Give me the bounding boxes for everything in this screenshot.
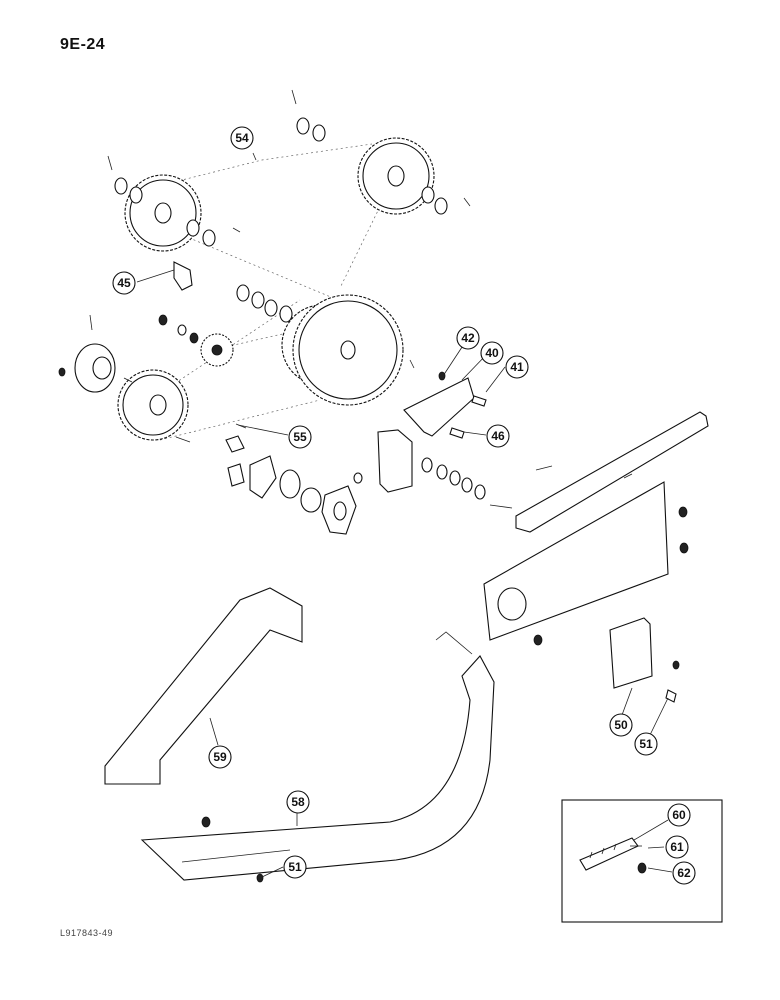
callout-51-bottom: 51 <box>283 855 307 879</box>
svg-text:60: 60 <box>672 808 686 822</box>
side-frame-plate <box>483 481 689 646</box>
svg-text:59: 59 <box>213 750 227 764</box>
callout-50: 50 <box>609 713 633 737</box>
svg-text:54: 54 <box>235 131 249 145</box>
lower-left-sprocket <box>117 369 189 441</box>
svg-text:51: 51 <box>288 860 302 874</box>
page-number: 9E-24 <box>60 36 106 53</box>
bracket-plate-40 <box>403 371 487 439</box>
svg-text:61: 61 <box>670 840 684 854</box>
callout-46: 46 <box>486 424 510 448</box>
upper-left-sprocket <box>124 174 202 252</box>
svg-text:51: 51 <box>639 737 653 751</box>
bearing-assembly <box>225 435 357 535</box>
callout-45: 45 <box>112 271 136 295</box>
svg-text:40: 40 <box>485 346 499 360</box>
callout-51-right: 51 <box>634 732 658 756</box>
small-sprocket <box>200 333 234 367</box>
angle-iron <box>515 411 709 533</box>
callout-61: 61 <box>665 835 689 859</box>
frame-59 <box>104 587 303 785</box>
svg-text:55: 55 <box>293 430 307 444</box>
upper-right-sprocket <box>357 137 435 215</box>
svg-text:42: 42 <box>461 331 475 345</box>
callout-41: 41 <box>505 355 529 379</box>
figure-code: L917843-49 <box>60 928 114 938</box>
hub <box>58 343 116 393</box>
svg-text:58: 58 <box>291 795 305 809</box>
large-double-sprocket <box>281 294 404 406</box>
svg-text:46: 46 <box>491 429 505 443</box>
washer-stack <box>353 457 513 509</box>
vertical-bracket <box>377 429 413 493</box>
bracket-50 <box>609 617 680 703</box>
washers <box>114 117 448 344</box>
callout-59: 59 <box>208 745 232 769</box>
inset-box <box>561 799 723 923</box>
bracket-45 <box>173 261 193 291</box>
pins <box>89 89 471 443</box>
svg-text:50: 50 <box>614 718 628 732</box>
callout-42: 42 <box>456 326 480 350</box>
callout-60: 60 <box>667 803 691 827</box>
svg-text:41: 41 <box>510 360 524 374</box>
callout-54: 54 <box>230 126 254 150</box>
callout-58: 58 <box>286 790 310 814</box>
svg-text:62: 62 <box>677 866 691 880</box>
leader-lines <box>136 152 673 878</box>
frame-58 <box>140 655 495 881</box>
callout-40: 40 <box>480 341 504 365</box>
callout-55: 55 <box>288 425 312 449</box>
callout-62: 62 <box>672 861 696 885</box>
svg-text:45: 45 <box>117 276 131 290</box>
